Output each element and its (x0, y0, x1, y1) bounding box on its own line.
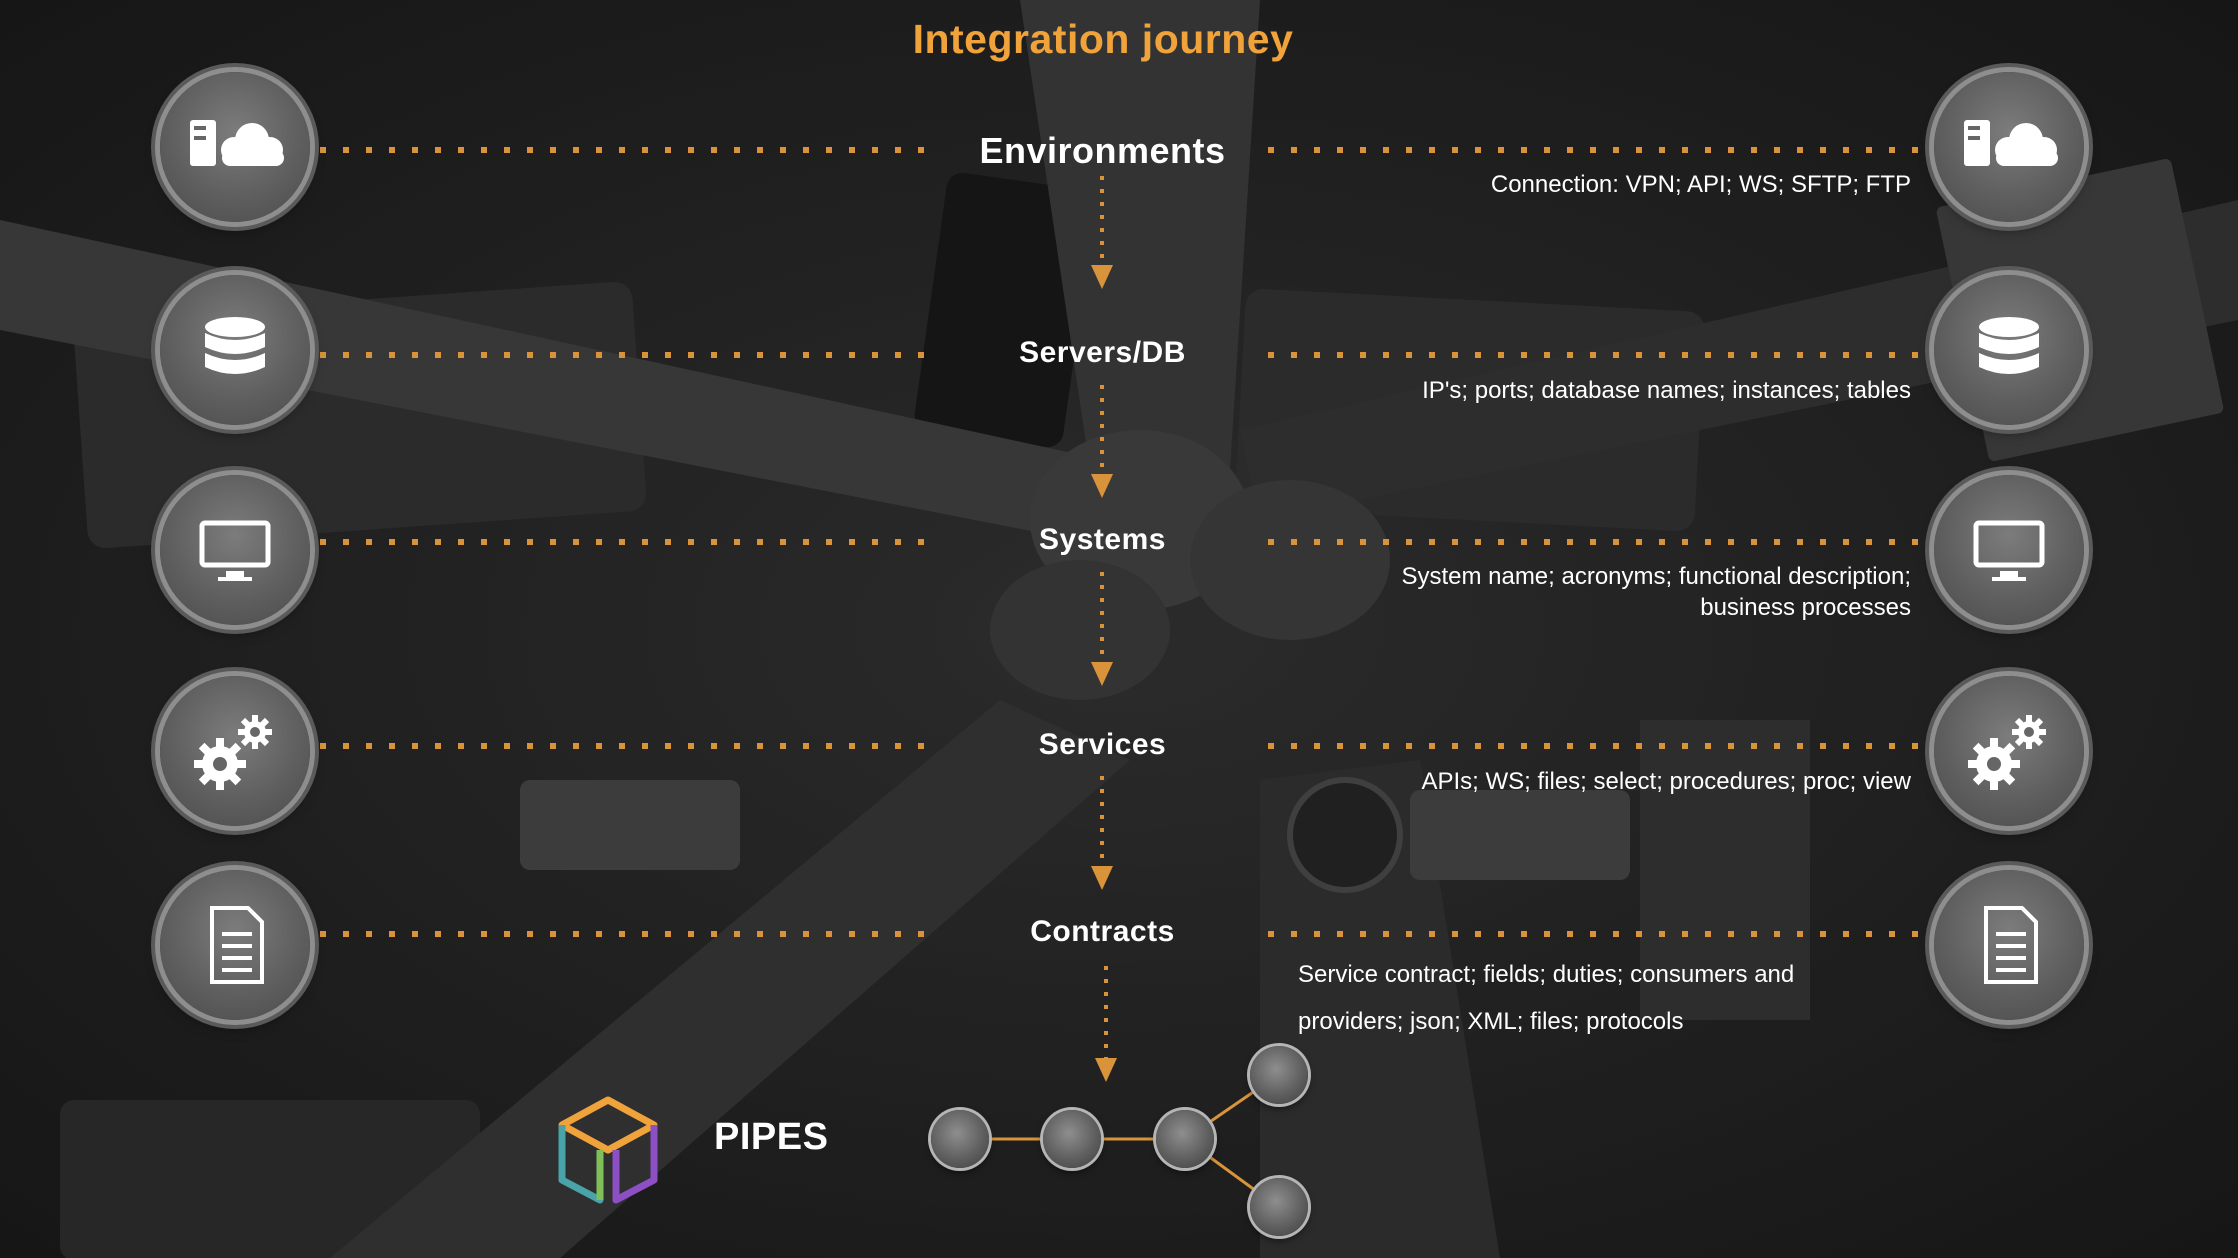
database-icon (1934, 275, 2084, 425)
stage-label-systems: Systems (1039, 523, 1166, 556)
gears-icon (1934, 676, 2084, 826)
flow-arrow-head (1091, 474, 1113, 498)
flow-arrow-head (1091, 662, 1113, 686)
pipes-node (1250, 1178, 1308, 1236)
pipes-cube-logo (558, 1096, 658, 1204)
gears-icon (160, 676, 310, 826)
stage-label-services: Services (1038, 728, 1167, 761)
flow-arrow-head (1091, 265, 1113, 289)
pipes-node (1250, 1046, 1308, 1104)
description-line: Service contract; fields; duties; consum… (1298, 961, 1795, 988)
document-icon (160, 870, 310, 1020)
stage-label-environments: Environments (979, 130, 1226, 171)
server-cloud-icon (160, 72, 310, 222)
monitor-icon (1934, 475, 2084, 625)
flow-arrows (1091, 176, 1117, 1082)
stage-description-contracts: Service contract; fields; duties; consum… (1298, 951, 1794, 1045)
server-cloud-icon (1934, 72, 2084, 222)
stage-label-servers-db: Servers/DB (1019, 336, 1186, 369)
description-line: providers; json; XML; files; protocols (1298, 1008, 1684, 1035)
description-line: System name; acronyms; functional descri… (1401, 563, 1911, 590)
monitor-icon (160, 475, 310, 625)
diagram-title: Integration journey (912, 16, 1294, 62)
pipes-node (1156, 1110, 1214, 1168)
database-icon (160, 275, 310, 425)
stage-description-servers-db: IP's; ports; database names; instances; … (1422, 375, 1911, 406)
description-line: APIs; WS; files; select; procedures; pro… (1421, 768, 1911, 795)
pipes-graph-edges (960, 1073, 1279, 1209)
stage-description-systems: System name; acronyms; functional descri… (1401, 561, 1911, 623)
pipes-node (931, 1110, 989, 1168)
document-icon (1934, 870, 2084, 1020)
flow-arrow-head (1091, 866, 1113, 890)
brand-name: PIPES (714, 1116, 829, 1158)
description-line: Connection: VPN; API; WS; SFTP; FTP (1490, 171, 1911, 198)
flow-arrow-head (1095, 1058, 1117, 1082)
description-line: business processes (1700, 594, 1911, 621)
stage-description-services: APIs; WS; files; select; procedures; pro… (1421, 766, 1911, 797)
stage-label-contracts: Contracts (1030, 915, 1175, 948)
stage-description-environments: Connection: VPN; API; WS; SFTP; FTP (1491, 169, 1911, 200)
description-line: IP's; ports; database names; instances; … (1422, 377, 1911, 404)
pipes-node (1043, 1110, 1101, 1168)
